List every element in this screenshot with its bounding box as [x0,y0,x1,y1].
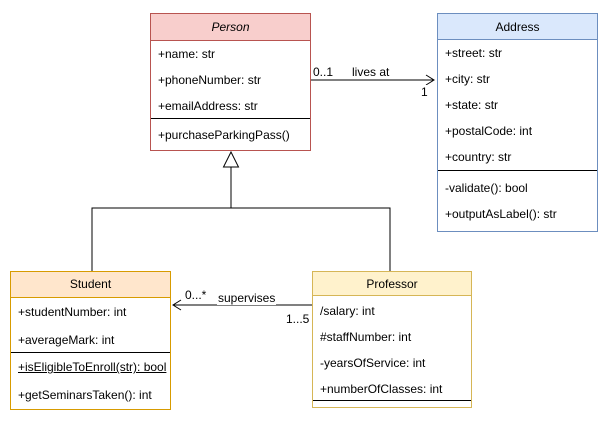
class-box-person: Person +name: str +phoneNumber: str +ema… [150,13,311,151]
class-box-student: Student +studentNumber: int +averageMark… [10,271,171,410]
attribute: +emailAddress: str [158,99,258,113]
method: +isEligibleToEnroll(str): bool [18,360,167,375]
address-attributes-section: +street: str +city: str +state: str +pos… [438,40,597,171]
attribute: +studentNumber: int [18,304,127,319]
class-box-address: Address +street: str +city: str +state: … [437,13,598,232]
attribute: +numberOfClasses: int [320,382,443,396]
generalization-connector [91,150,391,271]
professor-methods-section [313,401,471,406]
attribute: -yearsOfService: int [320,356,426,370]
lives-at-label: lives at [351,65,391,79]
person-attributes-section: +name: str +phoneNumber: str +emailAddre… [151,41,310,119]
class-title-professor: Professor [313,272,471,296]
attribute: /salary: int [320,304,375,318]
class-title-student: Student [11,272,170,298]
attribute: +postalCode: int [445,124,533,138]
method: -validate(): bool [445,181,528,195]
address-methods-section: -validate(): bool +outputAsLabel(): str [438,171,597,227]
method: +outputAsLabel(): str [445,207,557,221]
supervises-label: supervises [217,291,277,305]
attribute: +phoneNumber: str [158,73,262,87]
class-title-address: Address [438,14,597,40]
static-method: +isEligibleToEnroll(str): bool [11,353,170,381]
attribute: +city: str [445,72,491,86]
professor-attributes-section: /salary: int #staffNumber: int -yearsOfS… [313,296,471,401]
person-methods-section: +purchaseParkingPass() [151,119,310,148]
student-methods-section: +isEligibleToEnroll(str): bool +getSemin… [11,353,170,409]
lives-at-multiplicity-person: 0..1 [312,65,335,79]
lives-at-multiplicity-address: 1 [420,85,429,99]
supervises-multiplicity-student: 0...* [184,288,208,302]
attribute: #staffNumber: int [320,330,412,344]
student-attributes-section: +studentNumber: int +averageMark: int [11,298,170,354]
supervises-multiplicity-professor: 1...5 [285,312,311,326]
lives-at-association-line [311,74,435,86]
method: +purchaseParkingPass() [158,128,290,142]
attribute: +street: str [445,46,503,60]
attribute: +name: str [158,47,216,61]
attribute: +state: str [445,98,499,112]
attribute: +averageMark: int [18,332,115,347]
class-box-professor: Professor /salary: int #staffNumber: int… [312,271,472,408]
class-title-person: Person [151,14,310,41]
supervises-association-line [172,299,312,311]
method: +getSeminarsTaken(): int [18,388,152,403]
attribute: +country: str [445,150,512,164]
